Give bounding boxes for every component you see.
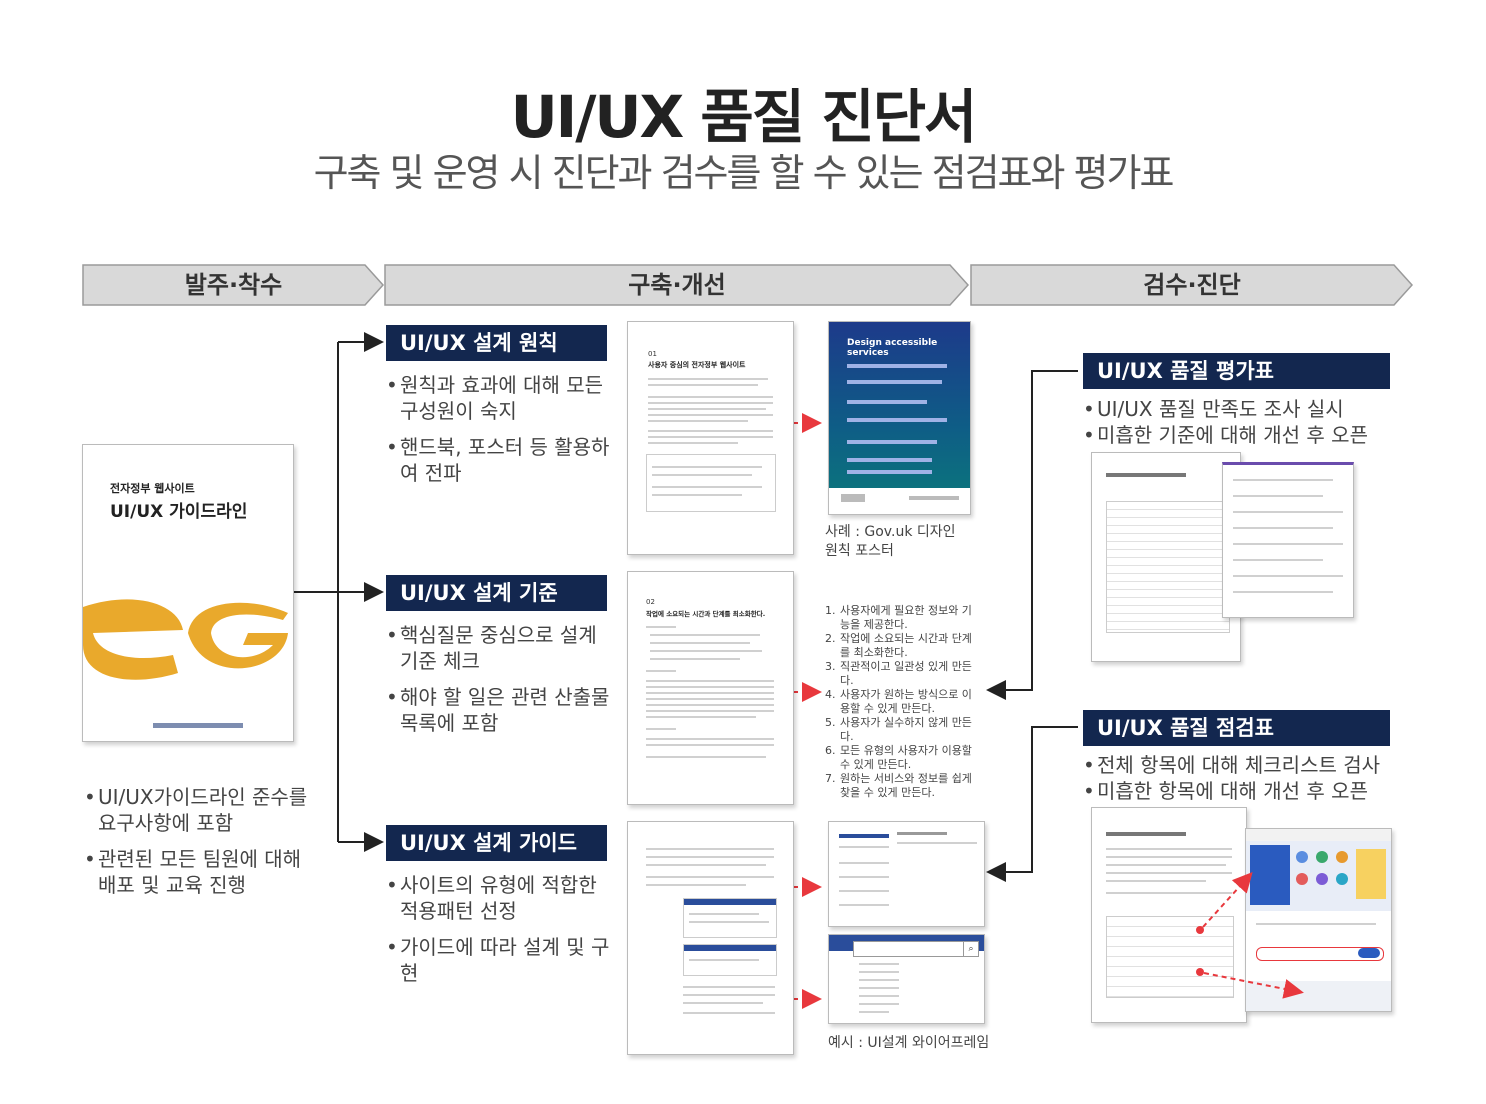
- bullet-item: •UI/UX 품질 만족도 조사 실시: [1083, 397, 1344, 421]
- principles-heading: UI/UX 설계 원칙: [386, 325, 607, 361]
- bullet-item: •미흡한 기준에 대해 개선 후 오픈: [1083, 423, 1368, 447]
- poster-heading: Design accessible services: [847, 338, 938, 358]
- list-item: 4.사용자가 원하는 방식으로 이용할 수 있게 만든다.: [825, 688, 972, 715]
- criteria-heading: UI/UX 설계 기준: [386, 575, 607, 611]
- checklist-heading: UI/UX 품질 점검표: [1083, 710, 1390, 746]
- phase-arrow-shape: [82, 264, 385, 306]
- phase-label: 발주·착수: [184, 271, 283, 299]
- guide-heading: UI/UX 설계 가이드: [386, 825, 607, 861]
- page-title: UI/UX 품질 진단서: [510, 83, 978, 151]
- evaluation-sheet-thumbnail: [1091, 452, 1241, 662]
- principles-bullets: •원칙과 효과에 대해 모든 구성원이 숙지 •핸드북, 포스터 등 활용하여 …: [386, 372, 616, 496]
- doc-number: 02: [646, 598, 655, 606]
- checklist-bullets: •전체 항목에 대해 체크리스트 검사 •미흡한 항목에 대해 개선 후 오픈: [1083, 752, 1403, 804]
- guide-document-thumbnail: [627, 821, 794, 1055]
- criteria-bullets: •핵심질문 중심으로 설계 기준 체크 •해야 할 일은 관련 산출물 목록에 …: [386, 622, 616, 746]
- evaluation-heading: UI/UX 품질 평가표: [1083, 353, 1390, 389]
- order-bullets: •UI/UX가이드라인 준수를 요구사항에 포함 •관련된 모든 팀원에 대해 …: [84, 784, 324, 908]
- guide-bullets: •사이트의 유형에 적합한 적용패턴 선정 •가이드에 따라 설계 및 구현: [386, 872, 616, 996]
- bullet-item: •UI/UX가이드라인 준수를 요구사항에 포함: [84, 785, 308, 835]
- bullet-item: •사이트의 유형에 적합한 적용패턴 선정: [386, 873, 597, 923]
- criteria-document-thumbnail: 02 작업에 소요되는 시간과 단계를 최소화한다.: [627, 571, 794, 805]
- list-item: 6.모든 유형의 사용자가 이용할 수 있게 만든다.: [825, 744, 972, 771]
- list-item: 3.직관적이고 일관성 있게 만든다.: [825, 660, 972, 687]
- principles-document-thumbnail: 01 사용자 중심의 전자정부 웹사이트: [627, 321, 794, 555]
- wireframe-caption: 예시 : UI설계 와이어프레임: [828, 1035, 990, 1051]
- doc-box: [646, 454, 776, 512]
- page-subtitle: 구축 및 운영 시 진단과 검수를 할 수 있는 점검표와 평가표: [313, 151, 1175, 195]
- wireframe-list-thumbnail: [828, 821, 985, 927]
- phase-arrow-shape: [384, 264, 970, 306]
- survey-sheet-thumbnail: [1222, 462, 1354, 618]
- list-item: 1.사용자에게 필요한 정보와 기능을 제공한다.: [825, 604, 972, 631]
- phase-order: 발주·착수: [82, 264, 385, 306]
- wireframe-search-thumbnail: ⌕: [828, 934, 985, 1024]
- phase-label: 검수·진단: [1143, 271, 1241, 299]
- principle-list: 1.사용자에게 필요한 정보와 기능을 제공한다. 2.작업에 소요되는 시간과…: [825, 604, 975, 800]
- cover-title-main: UI/UX 가이드라인: [110, 502, 248, 522]
- eg-logo-icon: [83, 599, 288, 680]
- phase-label: 구축·개선: [628, 271, 726, 299]
- guideline-cover: [82, 444, 294, 742]
- bullet-item: •미흡한 항목에 대해 개선 후 오픈: [1083, 779, 1368, 803]
- search-icon: ⌕: [963, 941, 979, 957]
- bullet-item: •핸드북, 포스터 등 활용하여 전파: [386, 435, 610, 485]
- bullet-item: •핵심질문 중심으로 설계 기준 체크: [386, 623, 597, 673]
- govuk-poster: Design accessible services: [828, 321, 971, 515]
- phase-build: 구축·개선: [384, 264, 970, 306]
- poster-caption: 사례 : Gov.uk 디자인 원칙 포스터: [825, 524, 956, 559]
- cover-footer-logos: [153, 723, 243, 728]
- doc-heading: 작업에 소요되는 시간과 단계를 최소화한다.: [646, 610, 766, 618]
- phase-inspect: 검수·진단: [970, 264, 1414, 306]
- evaluation-bullets: •UI/UX 품질 만족도 조사 실시 •미흡한 기준에 대해 개선 후 오픈: [1083, 396, 1403, 448]
- wireframe-mini: [683, 898, 777, 938]
- bullet-item: •전체 항목에 대해 체크리스트 검사: [1083, 753, 1381, 777]
- checklist-sheet-thumbnail: [1091, 807, 1247, 1023]
- bullet-item: •해야 할 일은 관련 산출물 목록에 포함: [386, 685, 610, 735]
- phase-arrow-shape: [970, 264, 1414, 306]
- doc-number: 01: [648, 350, 657, 358]
- bullet-item: •가이드에 따라 설계 및 구현: [386, 935, 610, 985]
- list-item: 7.원하는 서비스와 정보를 쉽게 찾을 수 있게 만든다.: [825, 772, 972, 799]
- doc-heading: 사용자 중심의 전자정부 웹사이트: [648, 361, 746, 369]
- bullet-item: •원칙과 효과에 대해 모든 구성원이 숙지: [386, 373, 604, 423]
- list-item: 2.작업에 소요되는 시간과 단계를 최소화한다.: [825, 632, 972, 659]
- cover-title: 전자정부 웹사이트: [110, 482, 195, 495]
- wireframe-mini: [683, 944, 777, 976]
- bullet-item: •관련된 모든 팀원에 대해 배포 및 교육 진행: [84, 847, 302, 897]
- list-item: 5.사용자가 실수하지 않게 만든다.: [825, 716, 972, 743]
